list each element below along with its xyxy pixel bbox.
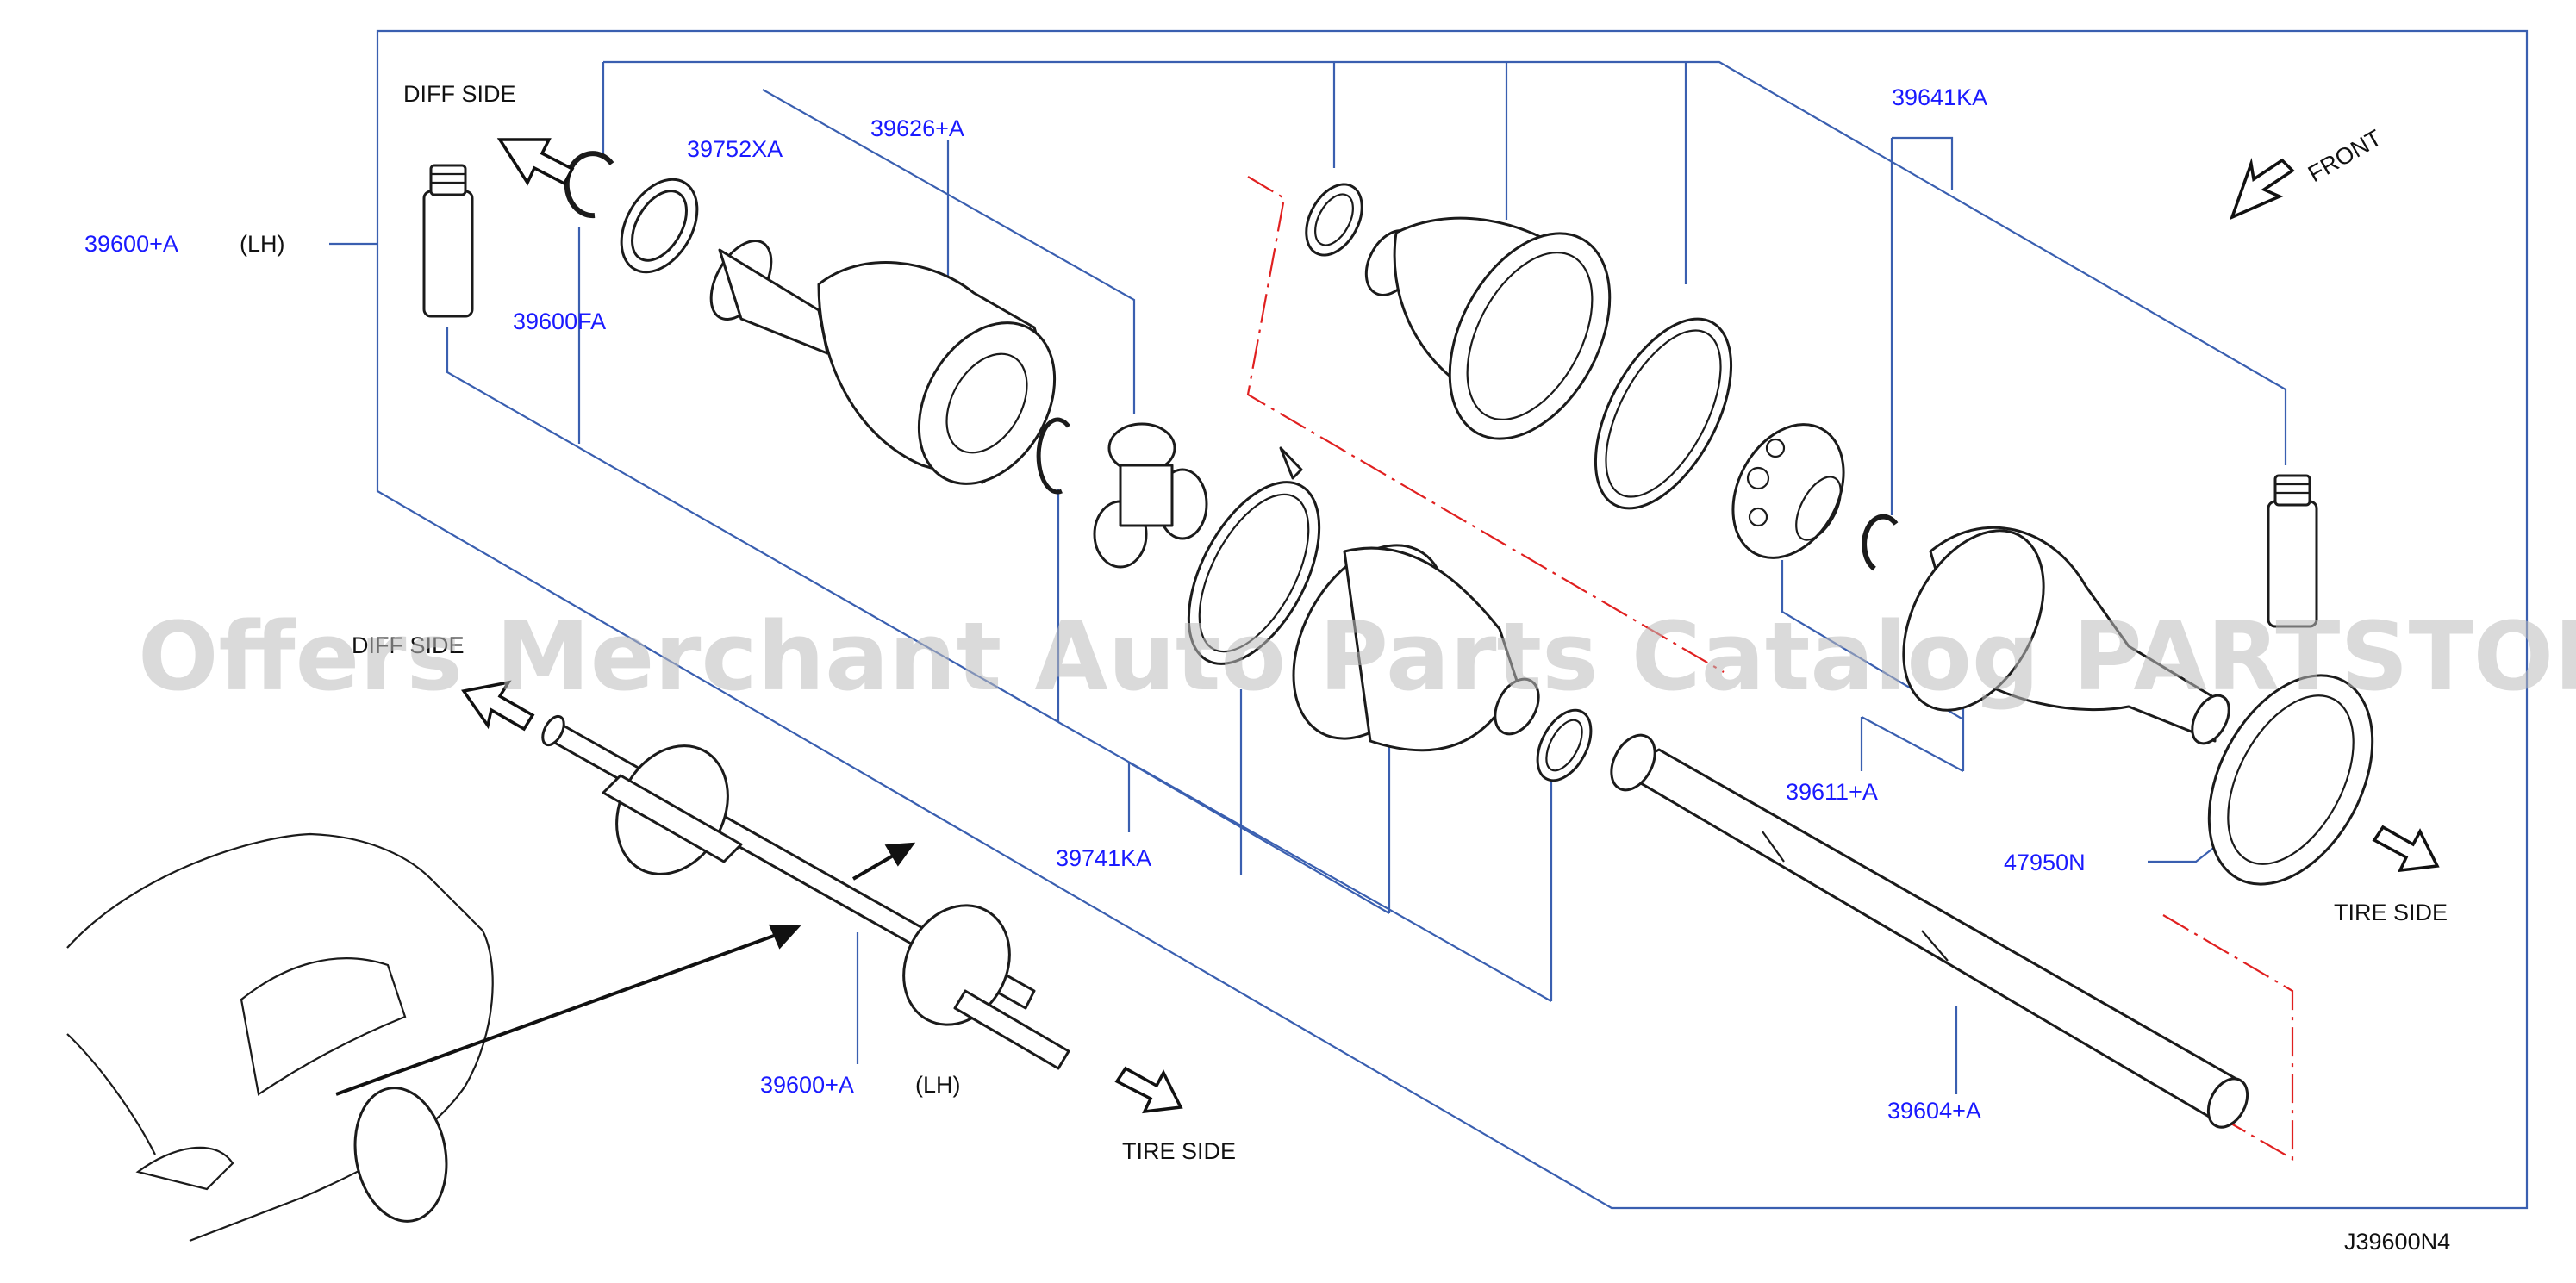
callout-47950n: 47950N xyxy=(2004,850,2086,875)
callout-39600a-bottom-lh: (LH) xyxy=(915,1072,961,1098)
diff-side-arrow-lower-icon xyxy=(461,680,535,732)
centerline-upper xyxy=(1246,176,1725,673)
centerline-lower xyxy=(2162,914,2294,1161)
vehicle-outline xyxy=(66,832,494,1243)
diagram-code: J39600N4 xyxy=(2344,1229,2450,1255)
boot-band-small-inner xyxy=(1536,708,1593,782)
front-arrow-icon xyxy=(2230,158,2295,221)
bracket-39600fa xyxy=(446,227,1059,723)
tripod-spider xyxy=(1093,422,1208,569)
bracket-39611a xyxy=(1781,560,1965,772)
diff-side-label-top: DIFF SIDE xyxy=(403,81,516,107)
outer-boot xyxy=(1364,216,1612,440)
snap-ring-icon-top xyxy=(564,151,614,219)
seal-ring xyxy=(620,178,699,274)
watermark-text: Offers Merchant Auto Parts Catalog PARTS… xyxy=(138,601,2576,712)
front-label: FRONT xyxy=(2304,125,2386,187)
pointer-arrow-1 xyxy=(335,924,801,1096)
callout-39611a: 39611+A xyxy=(1786,779,1878,805)
pointer-arrow-2 xyxy=(851,842,916,881)
tire-side-label-right: TIRE SIDE xyxy=(2334,900,2448,925)
boot-band-small-outer xyxy=(1305,183,1363,257)
tire-side-arrow-bottom-icon xyxy=(1114,1066,1183,1114)
diff-side-arrow-top-icon xyxy=(496,138,575,186)
tire-side-arrow-right-icon xyxy=(2372,825,2440,873)
bracket-39641ka xyxy=(1890,136,1954,515)
callout-39600a-bottom: 39600+A xyxy=(760,1072,854,1098)
ball-cage xyxy=(1731,423,1845,559)
callout-39741ka: 39741KA xyxy=(1056,845,1151,871)
bracket-39741ka xyxy=(1057,489,1553,1002)
callout-39752xa: 39752XA xyxy=(687,136,783,162)
callout-39626a: 39626+A xyxy=(870,115,964,141)
callout-39604a: 39604+A xyxy=(1887,1098,1981,1124)
callout-39641ka: 39641KA xyxy=(1892,84,1987,110)
grease-tube-right xyxy=(2267,474,2318,628)
callout-39600a-top-lh: (LH) xyxy=(240,231,285,257)
callout-39600fa: 39600FA xyxy=(513,308,606,334)
tire-side-label-bottom: TIRE SIDE xyxy=(1122,1138,1236,1164)
dust-seal xyxy=(2207,674,2374,886)
boot-band-outer xyxy=(1594,317,1733,510)
diff-side-label-lower: DIFF SIDE xyxy=(352,632,465,658)
circlip-icon xyxy=(1036,417,1071,495)
assembly-frame xyxy=(376,29,2529,1210)
bracket-39741ka-2 xyxy=(1128,762,1390,914)
snap-ring-icon-right xyxy=(1862,514,1899,571)
outer-joint xyxy=(1902,526,2230,745)
leader-39626a xyxy=(762,89,1136,414)
boot-band-inner xyxy=(1187,446,1321,665)
callout-39600a-top: 39600+A xyxy=(84,231,178,257)
inner-joint-housing xyxy=(709,239,1057,485)
drive-shaft xyxy=(1610,733,2249,1129)
grease-tube-left xyxy=(422,164,474,318)
driveshaft-assembly xyxy=(541,714,1070,1070)
inner-boot xyxy=(1292,544,1540,752)
kit-bracket-top xyxy=(603,60,2287,465)
